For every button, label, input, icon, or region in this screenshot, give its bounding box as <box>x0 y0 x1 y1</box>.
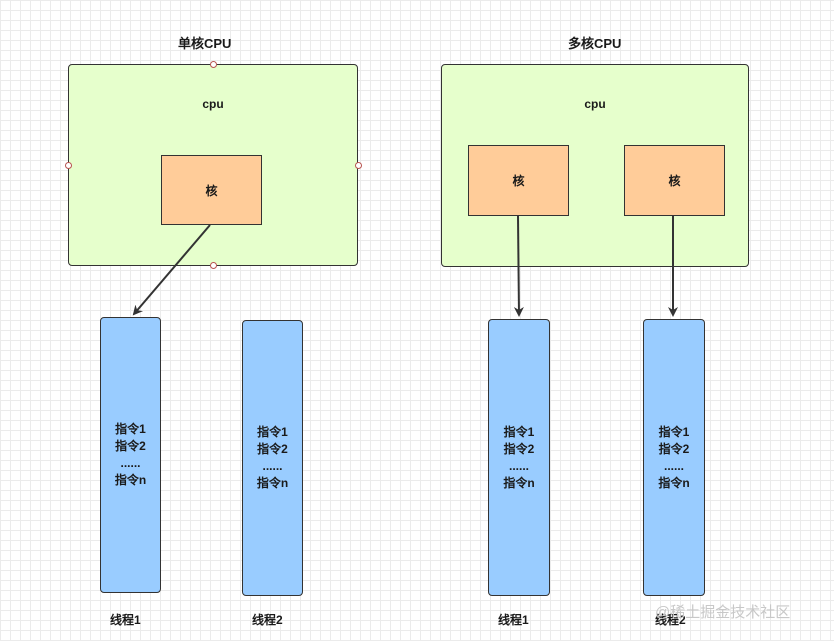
watermark-text: @稀土掘金技术社区 <box>655 604 791 621</box>
instruction-line: ...... <box>262 459 283 473</box>
selection-handle-right[interactable] <box>355 162 362 169</box>
instruction-line: 指令n <box>114 473 147 487</box>
single-core-title: 单核CPU <box>178 36 232 51</box>
instruction-line: 指令2 <box>115 439 146 453</box>
single-core-thread-2-box[interactable]: 指令1 指令2 ...... 指令n <box>242 320 303 596</box>
instruction-line: 指令2 <box>658 441 690 456</box>
instruction-line: 指令1 <box>257 425 288 439</box>
multi-core-thread-1-box[interactable]: 指令1 指令2 ...... 指令n <box>488 319 550 596</box>
multi-core-thread-1-label: 线程1 <box>498 613 529 627</box>
single-core-core-box[interactable]: 核 <box>161 155 262 225</box>
instruction-line: ...... <box>663 458 684 473</box>
instruction-line: 指令n <box>503 475 535 490</box>
multi-core-thread-2-label: 线程2 <box>655 613 686 627</box>
instruction-line: 指令1 <box>115 422 146 436</box>
instruction-line: 指令1 <box>503 424 535 439</box>
multi-core-core-1-box[interactable]: 核 <box>468 145 569 216</box>
single-core-thread-1-label: 线程1 <box>110 613 141 627</box>
single-core-cpu-label: cpu <box>202 97 224 111</box>
multi-core-thread-2-box[interactable]: 指令1 指令2 ...... 指令n <box>643 319 705 596</box>
instruction-line: 指令n <box>256 476 289 490</box>
instruction-line: 指令1 <box>658 424 690 439</box>
multi-core-title: 多核CPU <box>568 36 622 51</box>
arrow-core-1-to-thread-1[interactable] <box>513 215 524 317</box>
single-core-thread-1-box[interactable]: 指令1 指令2 ...... 指令n <box>100 317 161 593</box>
instruction-line: ...... <box>120 456 141 470</box>
instruction-line: 指令2 <box>503 441 535 456</box>
selection-handle-top[interactable] <box>210 61 217 68</box>
multi-core-cpu-box[interactable]: cpu 核 核 <box>441 64 749 267</box>
instruction-line: ...... <box>508 458 529 473</box>
single-core-thread-2-label: 线程2 <box>252 613 283 627</box>
selection-handle-bottom[interactable] <box>210 262 217 269</box>
selection-handle-left[interactable] <box>65 162 72 169</box>
multi-core-core-2-box[interactable]: 核 <box>624 145 725 216</box>
instruction-line: 指令2 <box>257 442 288 456</box>
multi-core-cpu-label: cpu <box>584 97 606 111</box>
arrow-core-to-thread-1[interactable] <box>132 224 211 316</box>
instruction-line: 指令n <box>658 475 690 490</box>
